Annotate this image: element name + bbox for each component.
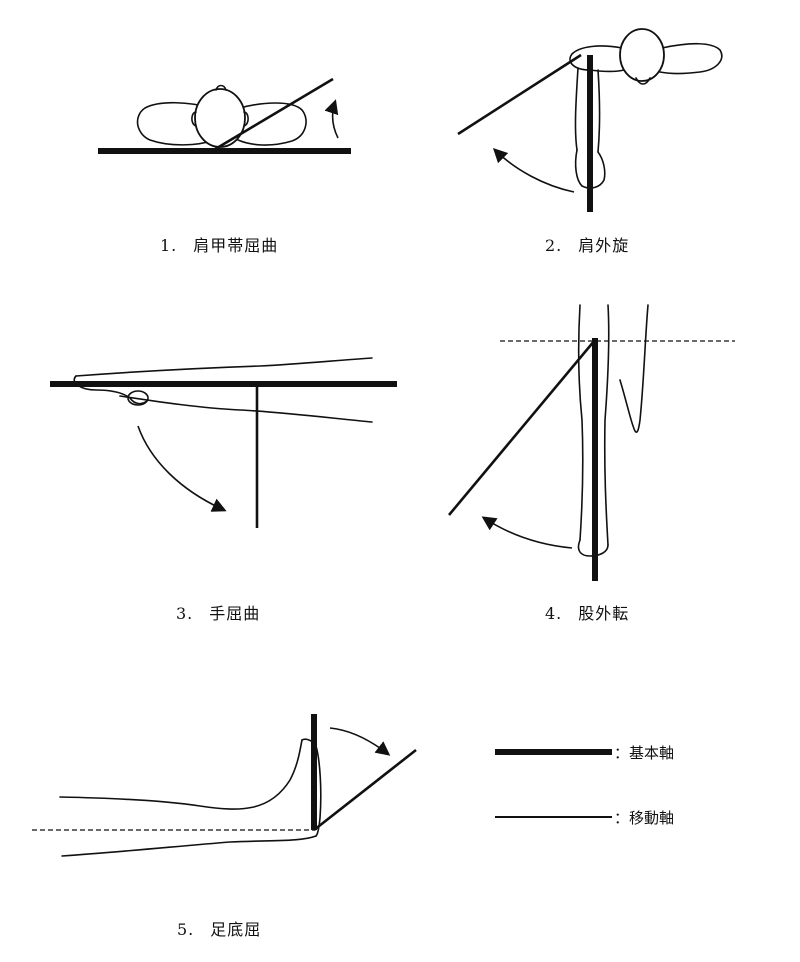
- figure-5-moving-axis: [313, 748, 417, 832]
- figure-2-arrow: [492, 147, 575, 193]
- figure-3-illustration: [50, 357, 397, 528]
- caption-label: 肩外旋: [578, 236, 630, 255]
- caption-figure-4: 4. 股外転: [545, 600, 629, 624]
- caption-figure-1: 1. 肩甲帯屈曲: [160, 232, 278, 256]
- caption-label: 足底屈: [210, 920, 262, 939]
- caption-figure-5: 5. 足底屈: [177, 916, 261, 940]
- caption-label: 手屈曲: [209, 604, 261, 623]
- leg-top-outline: [59, 739, 303, 810]
- ear-right: [243, 111, 249, 127]
- figure-1-arrow: [324, 99, 339, 139]
- foot-outline: [301, 738, 322, 837]
- legend-basic-axis-label: ：基本軸: [614, 744, 675, 762]
- other-leg-outline: [619, 304, 649, 433]
- leg-outline: [577, 304, 610, 546]
- caption-label: 肩甲帯屈曲: [193, 236, 279, 255]
- upper-arm: [574, 67, 601, 153]
- caption-number: 1.: [160, 236, 178, 255]
- ear-left: [191, 111, 197, 127]
- caption-figure-2: 2. 肩外旋: [545, 232, 629, 256]
- head: [619, 28, 665, 82]
- head: [194, 88, 246, 148]
- figure-4-moving-axis: [448, 339, 596, 516]
- figure-1-moving-axis: [211, 77, 334, 153]
- figure-4-illustration: [448, 304, 735, 581]
- legend-moving-axis-label: ：移動軸: [614, 809, 675, 827]
- figure-5-illustration: [32, 714, 417, 857]
- foot-outline: [577, 539, 609, 557]
- figure-1-illustration: [98, 77, 351, 154]
- figure-2-illustration: [457, 28, 723, 212]
- hand-outline: [73, 375, 149, 405]
- leg-bottom-outline: [61, 835, 317, 857]
- caption-number: 4.: [545, 604, 563, 623]
- arm-upper-outline: [75, 357, 373, 377]
- caption-number: 2.: [545, 236, 563, 255]
- shoulders-outline: [136, 101, 307, 146]
- thumb: [127, 390, 149, 406]
- figure-5-arrow: [329, 727, 391, 756]
- figure-4-arrow: [481, 516, 573, 549]
- forearm-hand: [574, 149, 606, 189]
- caption-label: 股外転: [578, 604, 630, 623]
- arm-lower-outline: [119, 395, 373, 423]
- figure-3-arrow: [137, 425, 227, 512]
- caption-number: 3.: [176, 604, 194, 623]
- nose: [215, 84, 227, 91]
- shoulders-outline: [569, 42, 723, 75]
- caption-figure-3: 3. 手屈曲: [176, 600, 260, 624]
- figure-2-moving-axis: [457, 53, 582, 136]
- caption-number: 5.: [177, 920, 195, 939]
- nose: [635, 77, 651, 85]
